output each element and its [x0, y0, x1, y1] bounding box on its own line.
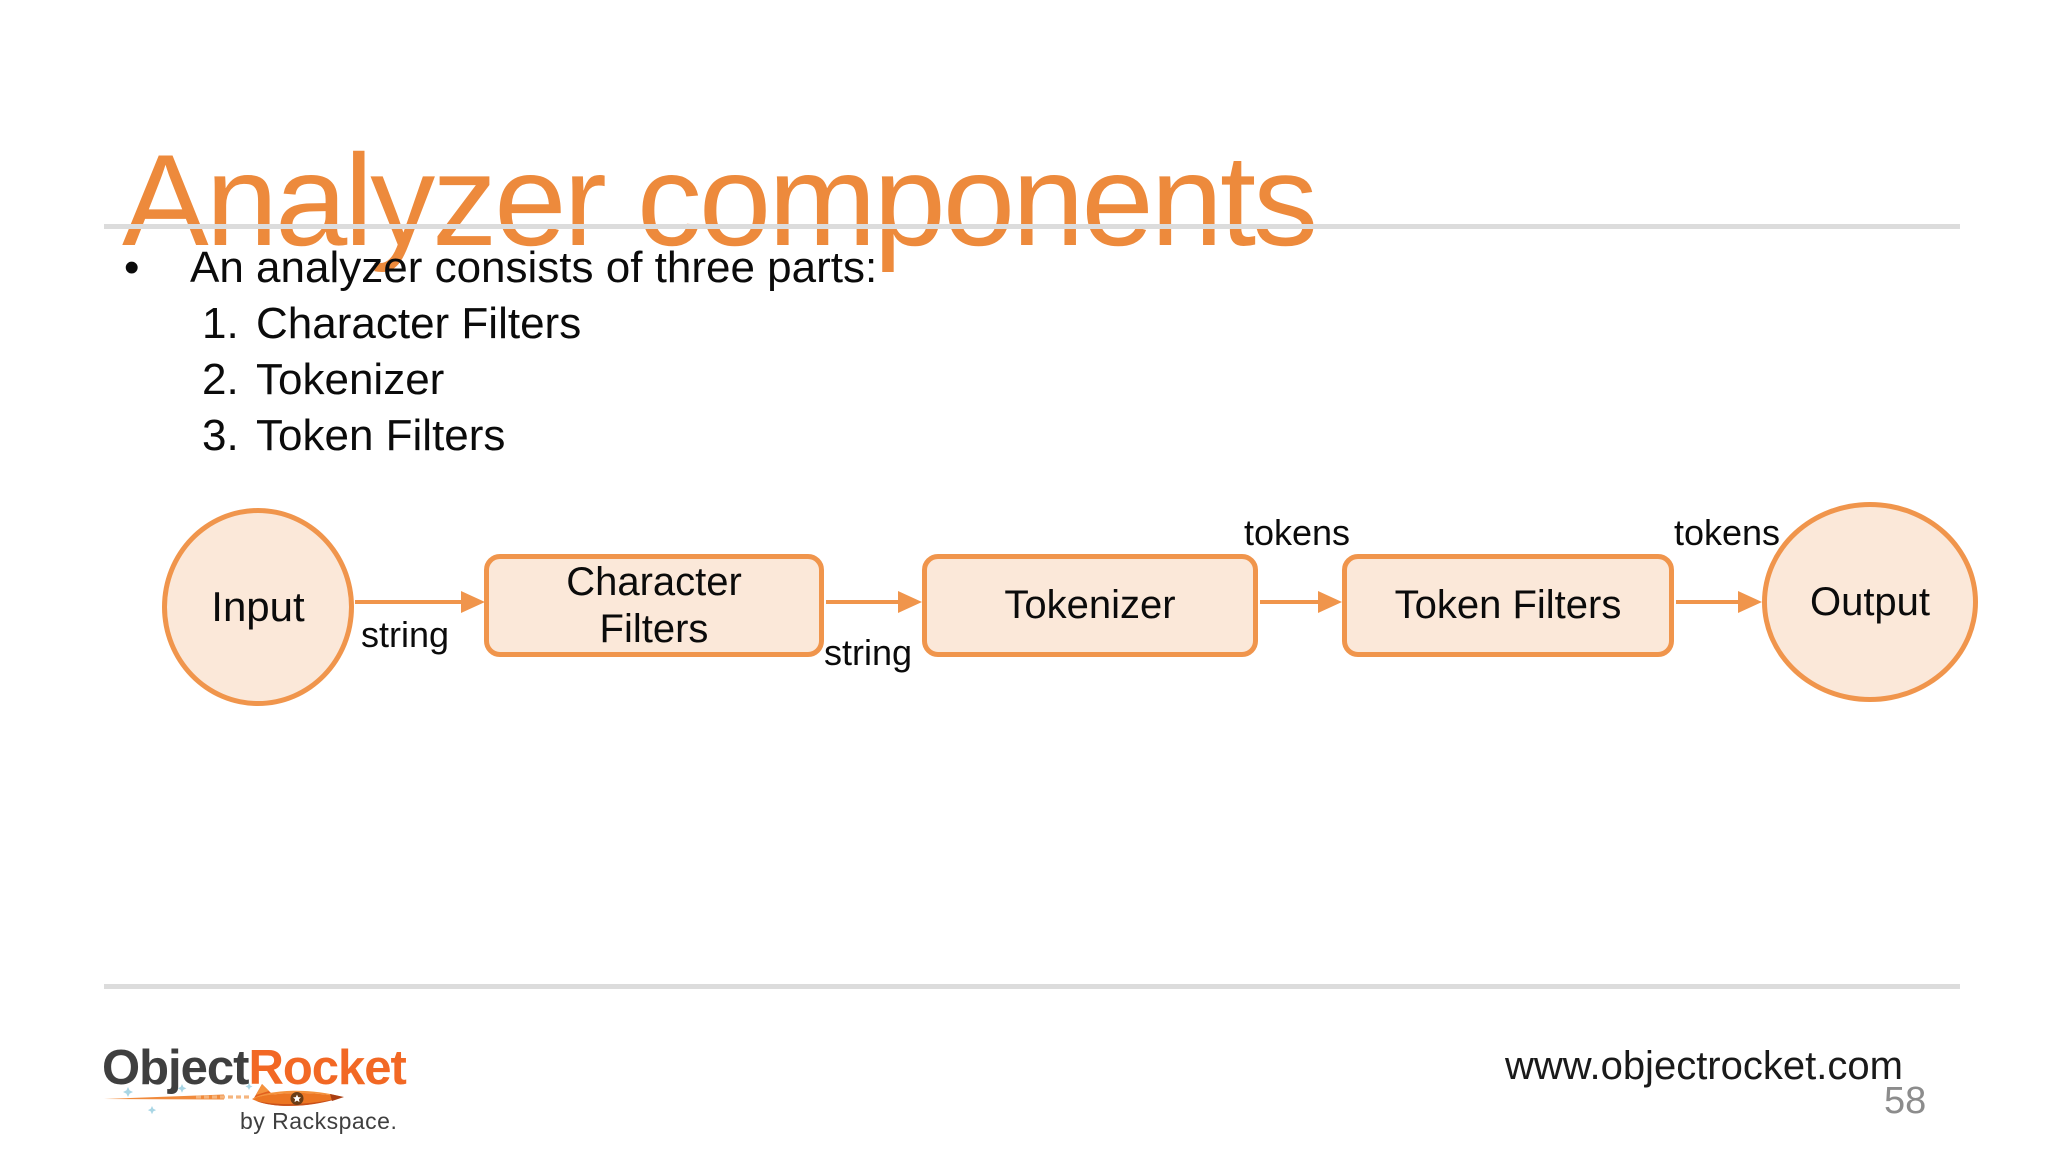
- arrow-head-icon: [898, 591, 922, 613]
- title-divider: [104, 224, 1960, 229]
- logo-text-object: Object: [102, 1041, 249, 1095]
- node-label: Output: [1809, 579, 1931, 624]
- arrow-head-icon: [1318, 591, 1342, 613]
- rocket-icon: [104, 1083, 344, 1115]
- item-number: 1.: [202, 299, 239, 348]
- arrow-head-icon: [461, 591, 485, 613]
- arrow-shaft: [355, 600, 461, 604]
- diagram-node-tokenizer: Tokenizer: [922, 554, 1258, 657]
- item-label: Tokenizer: [256, 355, 445, 404]
- flow-arrow-1: [355, 591, 485, 613]
- arrow-head-icon: [1738, 591, 1762, 613]
- numbered-item-2: 2. Tokenizer: [202, 352, 877, 408]
- objectrocket-logo: ObjectRocket: [102, 1040, 407, 1096]
- bullet-item: • An analyzer consists of three parts:: [120, 240, 877, 296]
- arrow-shaft: [1260, 600, 1318, 604]
- page-number: 58: [1884, 1080, 1927, 1122]
- page-title: Analyzer components: [122, 127, 1318, 274]
- numbered-item-3: 3. Token Filters: [202, 408, 877, 464]
- edge-label-string-2: string: [823, 632, 913, 673]
- node-label: Tokenizer: [1004, 583, 1176, 627]
- node-label: Token Filters: [1394, 583, 1622, 627]
- edge-label-string-1: string: [360, 614, 450, 655]
- numbered-item-1: 1. Character Filters: [202, 296, 877, 352]
- item-label: Character Filters: [256, 299, 582, 348]
- footer-divider: [104, 984, 1960, 989]
- node-label: Character Filters: [566, 559, 742, 651]
- flow-arrow-3: [1260, 591, 1342, 613]
- arrow-shaft: [826, 600, 898, 604]
- edge-label-tokens-2: tokens: [1673, 512, 1781, 553]
- item-label: Token Filters: [256, 411, 506, 460]
- edge-label-tokens-1: tokens: [1243, 512, 1351, 553]
- diagram-node-input: Input: [162, 508, 354, 706]
- diagram-node-output: Output: [1762, 502, 1978, 702]
- flow-arrow-4: [1676, 591, 1762, 613]
- node-label: Input: [211, 583, 305, 630]
- footer-url: www.objectrocket.com: [1505, 1044, 1903, 1088]
- logo-byline: by Rackspace.: [240, 1108, 398, 1134]
- flow-arrow-2: [826, 591, 922, 613]
- item-number: 3.: [202, 411, 239, 460]
- logo-text-rocket: Rocket: [248, 1041, 406, 1095]
- bullet-list: • An analyzer consists of three parts: 1…: [120, 240, 877, 464]
- diagram-node-token-filters: Token Filters: [1342, 554, 1674, 657]
- bullet-marker: •: [124, 243, 140, 292]
- arrow-shaft: [1676, 600, 1738, 604]
- bullet-text: An analyzer consists of three parts:: [190, 243, 878, 292]
- diagram-node-character-filters: Character Filters: [484, 554, 824, 657]
- item-number: 2.: [202, 355, 239, 404]
